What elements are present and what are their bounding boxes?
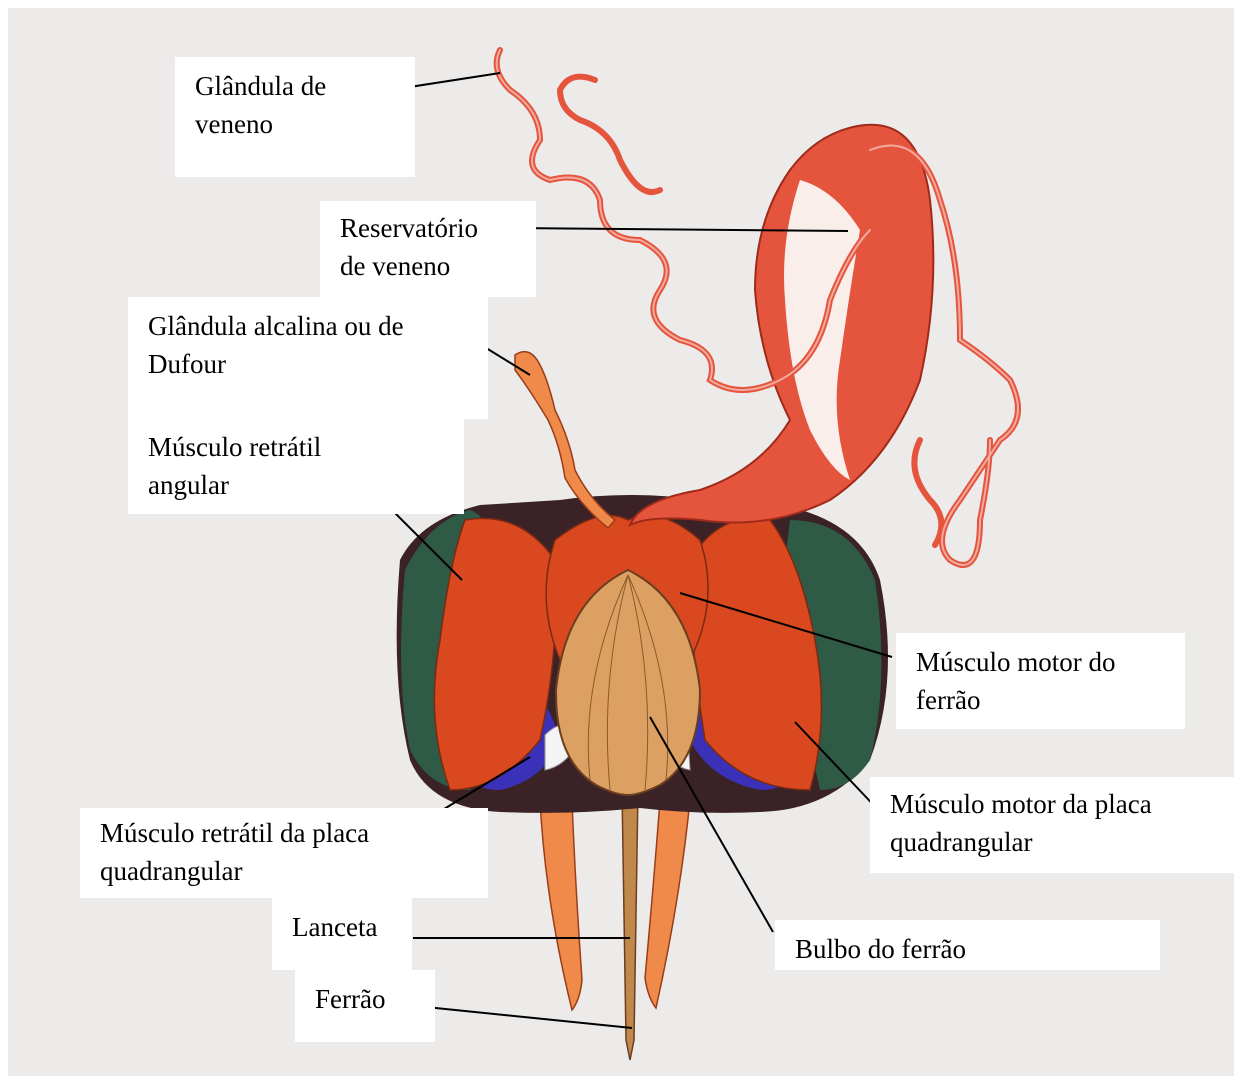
label-glandula-alcalina: Glândula alcalina ou de Dufour [128,297,488,419]
label-musculo-retratil-da-placa: Músculo retrátil da placa quadrangular [80,808,488,898]
label-ferrao: Ferrão [295,970,435,1042]
label-musculo-retratil-angular: Músculo retrátil angular [128,418,464,514]
label-bulbo-do-ferrao: Bulbo do ferrão [775,920,1160,970]
label-musculo-motor-do-ferrao: Músculo motor do ferrão [896,633,1185,729]
left-stylet [540,800,582,1010]
venom-reservoir [630,125,933,525]
label-glandula-de-veneno: Glândula de veneno [175,57,415,177]
label-lanceta: Lanceta [272,898,412,970]
sting-shaft [622,790,638,1060]
label-reservatorio-de-veneno: Reservatório de veneno [320,201,536,297]
right-stylet [645,800,690,1008]
label-musculo-motor-da-placa: Músculo motor da placa quadrangular [870,777,1235,873]
